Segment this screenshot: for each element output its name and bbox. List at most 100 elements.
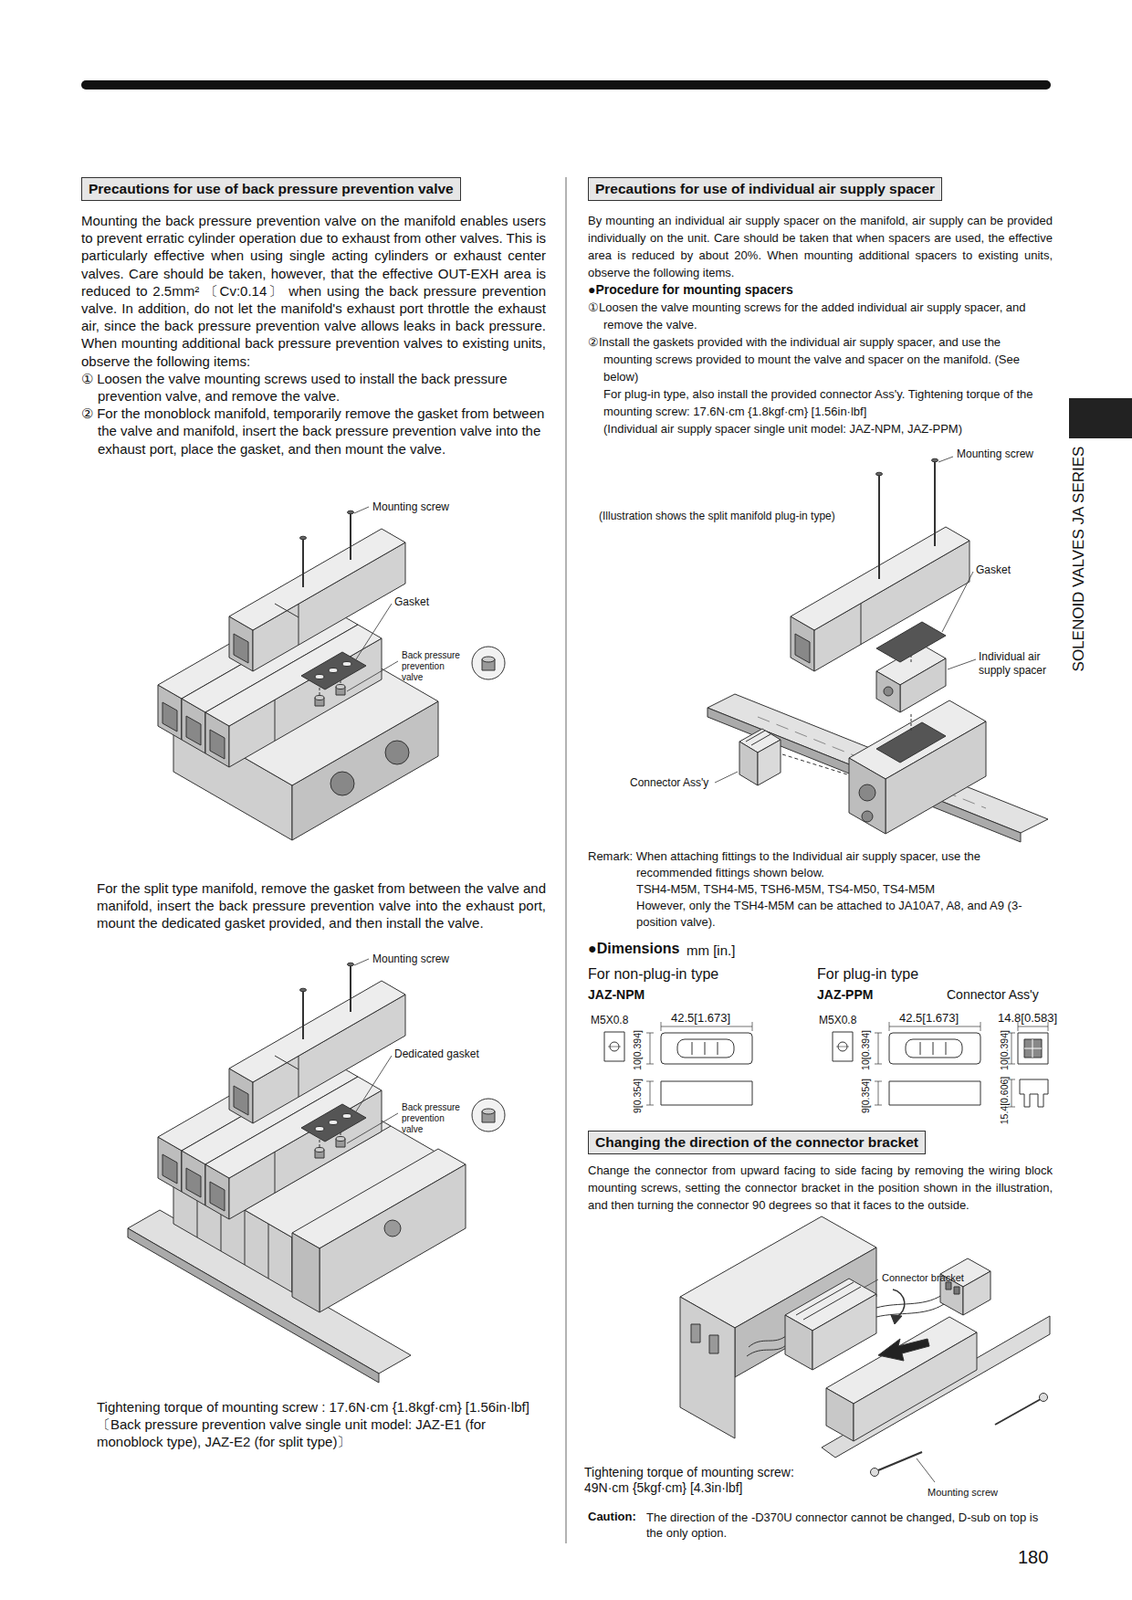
dimension-drawings-part [1024, 1038, 1042, 1058]
dimension-drawings-part [660, 1032, 753, 1064]
callout-label: Mounting screw [956, 447, 1034, 462]
dimension-label: 42.5[1.673] [670, 1010, 731, 1026]
connector-bracket-illustration-part [963, 1270, 991, 1315]
heading-text: Precautions for use of back pressure pre… [88, 180, 454, 197]
dimension-drawings-part [646, 1080, 654, 1082]
spacer-illustration-part [782, 754, 848, 775]
dimension-label: 9[0.354] [631, 1078, 644, 1113]
spacer-illustration-part [739, 741, 758, 786]
body-text: Change the connector from upward facing … [587, 1161, 1053, 1214]
dimension-drawings-part [932, 1041, 934, 1055]
dimension-drawings-part [905, 1038, 963, 1058]
dimension-drawings-part [1011, 1032, 1013, 1064]
callout-label: Mounting screw [927, 1485, 998, 1499]
page-number: 180 [1017, 1545, 1049, 1569]
dimension-drawings-part [704, 1041, 706, 1055]
dimension-drawings-part [889, 1080, 981, 1105]
dimension-drawings-part [752, 1021, 754, 1031]
spacer-illustration-part [876, 670, 901, 713]
subheading: For plug-in type [817, 964, 919, 984]
dimension-drawings-part [945, 1041, 947, 1055]
dimension-label: 10[0.394] [631, 1029, 644, 1070]
dimension-drawings-part [920, 1041, 922, 1055]
heading-text: Changing the direction of the connector … [595, 1133, 919, 1150]
dimension-drawings-part [691, 1041, 693, 1055]
dimension-drawings-part [874, 1104, 882, 1106]
caution-label: Caution: [587, 1509, 637, 1524]
connector-bracket-illustration-part [863, 1278, 879, 1288]
dimension-drawings-part [1011, 1079, 1013, 1107]
side-tab-text: SOLENOID VALVES JA SERIES [1069, 446, 1089, 672]
remark: Remark: When attaching fittings to the I… [587, 848, 1053, 881]
body-text: Mounting the back pressure prevention va… [81, 211, 546, 370]
connector-bracket-illustration-part [876, 1303, 944, 1317]
connector-bracket-illustration-part [876, 1294, 943, 1308]
model-number: JAZ-NPM [587, 985, 645, 1003]
body-text: By mounting an individual air supply spa… [587, 211, 1053, 282]
dimension-label: 10[0.394] [998, 1029, 1011, 1070]
dimension-label: 14.8[0.583] [997, 1010, 1058, 1026]
section-heading: Precautions for use of individual air su… [587, 177, 943, 201]
monoblock-manifold-illustration-part [229, 506, 505, 706]
connector-bracket-illustration-part [892, 1289, 905, 1317]
callout-label: Connector Ass'y [629, 775, 709, 790]
subheading: ●Procedure for mounting spacers [587, 281, 1053, 299]
connector-bracket-illustration-part [748, 1334, 787, 1347]
dimension-drawings-part [677, 1038, 734, 1058]
spacer-illustration-part [707, 693, 1049, 833]
spacer-illustration-part [714, 771, 738, 783]
dimension-drawings-part [646, 1032, 654, 1034]
dimension-drawings-part [889, 1021, 891, 1031]
body-text: (Individual air supply spacer single uni… [603, 419, 1053, 438]
dimension-drawings-part [874, 1063, 882, 1065]
dimension-drawings-part [660, 1080, 753, 1105]
connector-bracket-illustration-part [878, 1338, 930, 1361]
connector-bracket-illustration-part [853, 1331, 977, 1441]
dimension-drawings-part [874, 1032, 882, 1034]
split-manifold-illustration-part [319, 1163, 466, 1312]
split-manifold-illustration-part [292, 1232, 320, 1312]
callout-label: Gasket [394, 595, 430, 609]
split-manifold-illustration-part [384, 1219, 401, 1237]
callout-label: Mounting screw [372, 500, 450, 514]
remark: TSH4-M5M, TSH4-M5, TSH6-M5M, TS4-M50, TS… [636, 880, 1053, 898]
connector-bracket-illustration [680, 1215, 1050, 1482]
dimension-drawings-part [649, 1032, 651, 1064]
body-text: 〔Back pressure prevention valve single u… [96, 1415, 546, 1450]
dimension-drawings-part [1017, 1026, 1049, 1028]
section-heading: Changing the direction of the connector … [587, 1130, 926, 1154]
dimension-drawings-part [660, 1026, 753, 1028]
dimension-drawings-part [832, 1031, 853, 1061]
connector-bracket-illustration-part [709, 1334, 719, 1353]
connector-bracket-illustration-part [1039, 1393, 1049, 1402]
side-tab [1069, 398, 1132, 439]
section-heading: Precautions for use of back pressure pre… [81, 177, 462, 201]
callout-label: Back pressure prevention valve [401, 649, 468, 683]
body-text: ②Install the gaskets provided with the i… [587, 333, 1053, 386]
connector-bracket-illustration-part [878, 1451, 923, 1470]
dimension-drawings-part [1019, 1079, 1049, 1107]
callout-label: Dedicated gasket [394, 1047, 480, 1061]
caution-text: The direction of the -D370U connector ca… [646, 1509, 1053, 1541]
callout-label: Back pressure prevention valve [401, 1101, 468, 1135]
split-manifold-illustration-part [268, 1223, 270, 1279]
dimension-drawings-part [717, 1041, 719, 1055]
monoblock-manifold-illustration [157, 506, 505, 840]
dimension-drawings-part [649, 1080, 651, 1105]
spacer-illustration-part [745, 730, 766, 742]
spacer-illustration-part [883, 686, 893, 696]
connector-bracket-illustration-part [945, 1281, 952, 1290]
dimension-label: 42.5[1.673] [899, 1010, 959, 1026]
spacer-illustration-part [938, 456, 954, 462]
dimension-drawings-part [604, 1031, 625, 1061]
figure-note: (Illustration shows the split manifold p… [598, 509, 836, 524]
dimension-label: 10[0.394] [859, 1029, 872, 1070]
monoblock-manifold-illustration-part [385, 740, 409, 765]
spacer-illustration-part [757, 739, 781, 786]
model-number: JAZ-PPM [817, 985, 873, 1003]
dimension-label: 15.4[0.606] [998, 1076, 1011, 1125]
dimension-drawings-part [878, 1080, 880, 1105]
split-manifold-illustration-part [229, 958, 505, 1158]
connector-bracket-illustration-part [953, 1286, 960, 1294]
